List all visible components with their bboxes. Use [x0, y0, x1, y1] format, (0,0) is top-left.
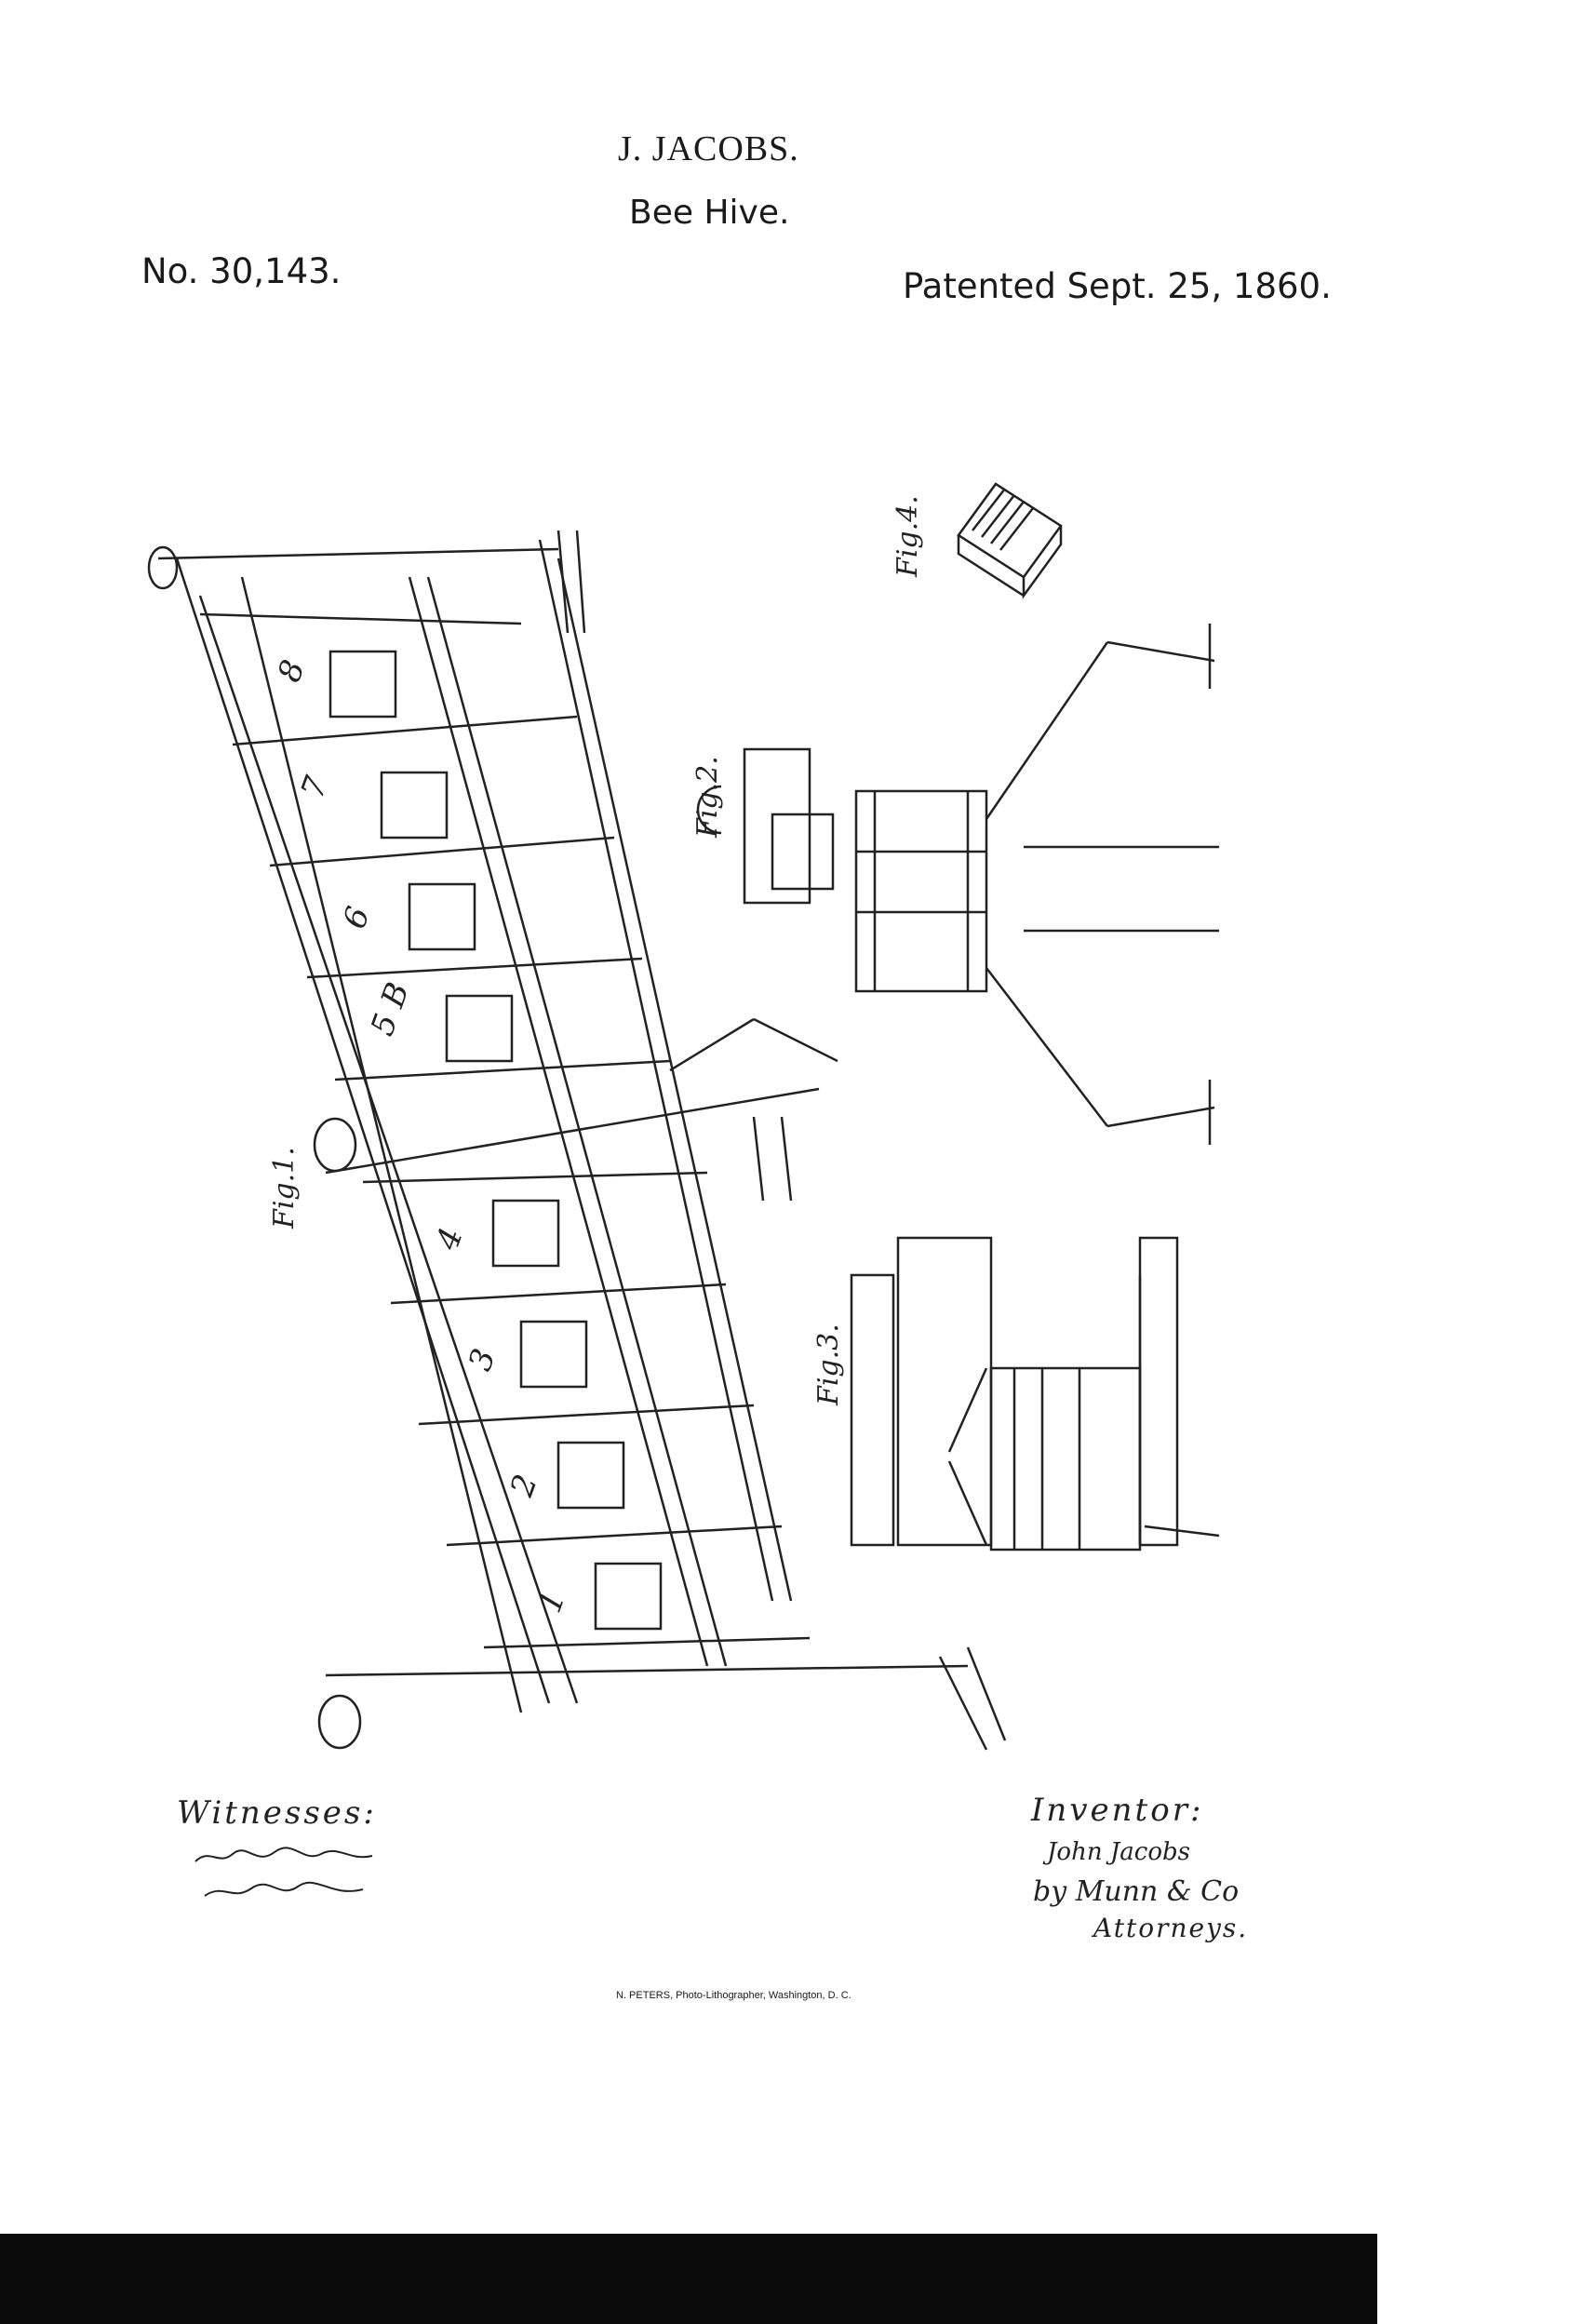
hive-number-4: 4 [429, 1223, 471, 1256]
attorney-signature: by Munn & Co [1033, 1875, 1240, 1908]
inventor-signature: John Jacobs [1047, 1838, 1190, 1866]
patent-date: Patented Sept. 25, 1860. [903, 266, 1332, 306]
inventor-label: Inventor: [1031, 1792, 1204, 1829]
patent-number: No. 30,143. [141, 251, 342, 291]
hive-number-3: 3 [462, 1344, 503, 1376]
witnesses-label: Witnesses: [177, 1794, 377, 1832]
fig4-label: Fig.4. [892, 495, 924, 578]
patent-title: Bee Hive. [629, 194, 790, 232]
hive-number-8: 8 [271, 655, 313, 687]
scan-edge-bar [0, 2234, 1377, 2324]
attorneys-label: Attorneys. [1093, 1913, 1249, 1943]
fig3-drawing [850, 1236, 1220, 1552]
hive-number-2: 2 [503, 1470, 545, 1502]
hive-number-5b: 5 B [364, 977, 417, 1041]
hive-number-7: 7 [294, 772, 336, 803]
fig1-hive-boxes [328, 650, 663, 1631]
fig3-label: Fig.3. [812, 1323, 845, 1406]
witness-signature-1 [191, 1843, 377, 1878]
fig1-rails [157, 539, 969, 1713]
fig1-crossbars [199, 612, 811, 1649]
fig1-label: Fig.1. [268, 1147, 301, 1229]
fig4-drawing [957, 482, 1063, 599]
lithographer-credit: N. PETERS, Photo-Lithographer, Washingto… [616, 1990, 851, 2001]
inventor-name: J. JACOBS. [618, 129, 799, 168]
fig2-label: Fig.2. [691, 756, 724, 839]
fig2-drawing [696, 624, 1219, 1145]
hive-number-6: 6 [336, 902, 378, 934]
hive-number-1: 1 [531, 1586, 573, 1618]
witness-signature-2 [200, 1875, 368, 1909]
